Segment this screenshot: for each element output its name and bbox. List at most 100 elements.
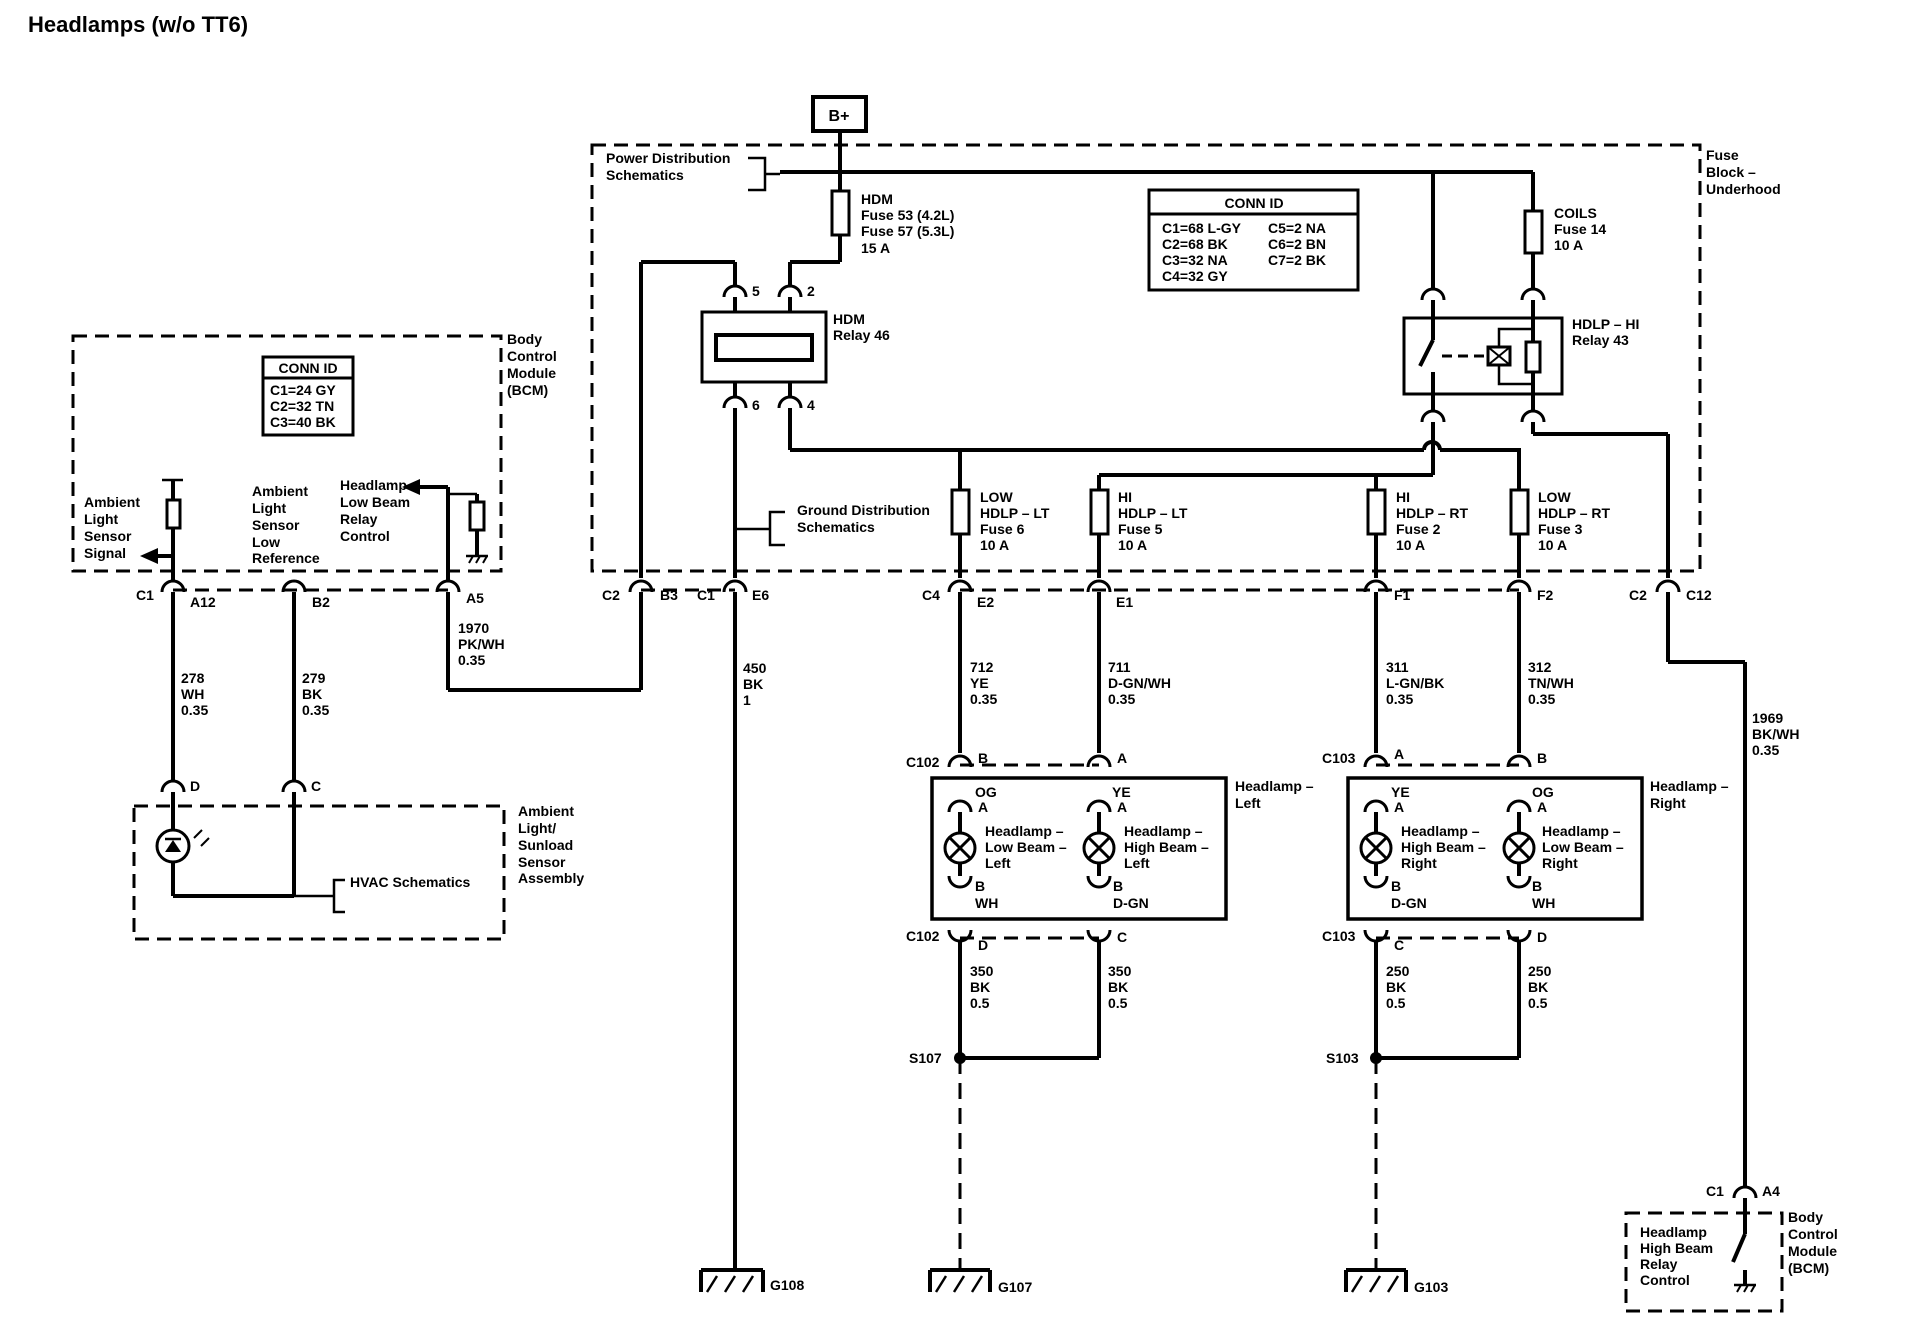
svg-text:D: D bbox=[190, 778, 200, 794]
svg-text:4: 4 bbox=[807, 397, 815, 413]
svg-text:D-GN: D-GN bbox=[1113, 895, 1149, 911]
svg-text:A12: A12 bbox=[190, 594, 216, 610]
svg-text:2: 2 bbox=[807, 283, 815, 299]
svg-text:A: A bbox=[1394, 799, 1404, 815]
svg-text:A: A bbox=[1537, 799, 1547, 815]
svg-text:C: C bbox=[311, 778, 321, 794]
svg-text:OG: OG bbox=[975, 784, 997, 800]
svg-text:C3=40 BK: C3=40 BK bbox=[270, 414, 336, 430]
svg-text:E1: E1 bbox=[1116, 594, 1133, 610]
svg-text:A4: A4 bbox=[1762, 1183, 1780, 1199]
high-beam-right-lamp bbox=[1359, 831, 1393, 865]
svg-text:E2: E2 bbox=[977, 594, 994, 610]
svg-text:D: D bbox=[978, 937, 988, 953]
bcm-conn-id: CONN ID C1=24 GY C2=32 TN C3=40 BK bbox=[261, 355, 355, 437]
headlamp-right-assembly: C103 A B Headlamp – Right YE A B D-GN He… bbox=[1322, 746, 1732, 1060]
svg-text:C1: C1 bbox=[697, 587, 715, 603]
svg-text:D-GN: D-GN bbox=[1391, 895, 1427, 911]
svg-text:C: C bbox=[1117, 929, 1127, 945]
low-beam-right-label: Headlamp – Low Beam – Right bbox=[1542, 823, 1628, 871]
high-beam-left-label: Headlamp – High Beam – Left bbox=[1124, 823, 1213, 871]
svg-text:C2=32 TN: C2=32 TN bbox=[270, 398, 334, 414]
coils-fuse bbox=[1523, 209, 1544, 255]
svg-text:A: A bbox=[1117, 750, 1127, 766]
sensor-assembly-label: Ambient Light/ Sunload Sensor Assembly bbox=[518, 803, 584, 886]
svg-text:C102: C102 bbox=[906, 754, 940, 770]
high-beam-relay-control-label: Headlamp High Beam Relay Control bbox=[1640, 1224, 1717, 1288]
splice-s103: S103 bbox=[1326, 1050, 1382, 1270]
svg-text:F1: F1 bbox=[1394, 587, 1411, 603]
svg-text:B: B bbox=[1537, 750, 1547, 766]
bcm-right-label: Body Control Module (BCM) bbox=[1788, 1209, 1842, 1276]
headlamp-left-assembly: C102 B A Headlamp – Left OG A B WH Headl… bbox=[906, 750, 1314, 1060]
svg-text:C12: C12 bbox=[1686, 587, 1712, 603]
svg-text:C1: C1 bbox=[1706, 1183, 1724, 1199]
svg-text:C103: C103 bbox=[1322, 928, 1356, 944]
bcm-left: Body Control Module (BCM) CONN ID C1=24 … bbox=[71, 331, 561, 580]
hdm-relay-label: HDM Relay 46 bbox=[833, 311, 890, 343]
svg-text:B3: B3 bbox=[660, 587, 678, 603]
hdlp-hi-relay: HDLP – HI Relay 43 bbox=[1402, 172, 1643, 424]
svg-text:C2: C2 bbox=[602, 587, 620, 603]
low-beam-relay-label: Headlamp Low Beam Relay Control bbox=[340, 477, 414, 544]
svg-text:B2: B2 bbox=[312, 594, 330, 610]
svg-text:G108: G108 bbox=[770, 1277, 804, 1293]
headlamp-right-label: Headlamp – Right bbox=[1650, 778, 1732, 811]
svg-text:CONN ID: CONN ID bbox=[1224, 195, 1283, 211]
svg-text:C103: C103 bbox=[1322, 750, 1356, 766]
ground-g103: G103 bbox=[1344, 1268, 1448, 1295]
svg-text:YE: YE bbox=[1112, 784, 1131, 800]
svg-text:A5: A5 bbox=[466, 590, 484, 606]
hdm-fuse-label: HDM Fuse 53 (4.2L) Fuse 57 (5.3L) 15 A bbox=[861, 191, 958, 256]
ambient-low-ref-label: Ambient Light Sensor Low Reference bbox=[252, 483, 320, 566]
svg-text:D: D bbox=[1537, 929, 1547, 945]
fuse-block-label: Fuse Block – Underhood bbox=[1706, 147, 1781, 197]
svg-text:B: B bbox=[978, 750, 988, 766]
battery-label: B+ bbox=[829, 108, 850, 125]
low-beam-left-label: Headlamp – Low Beam – Left bbox=[985, 823, 1071, 871]
svg-text:C4: C4 bbox=[922, 587, 940, 603]
diagram-title: Headlamps (w/o TT6) bbox=[28, 12, 248, 37]
svg-text:A: A bbox=[1394, 746, 1404, 762]
svg-text:E6: E6 bbox=[752, 587, 769, 603]
bcm-connector-row: C1 A12 B2 A5 bbox=[136, 579, 484, 610]
ground-distribution-label: Ground Distribution Schematics bbox=[797, 502, 934, 535]
hdm-relay: 5 2 6 4 HDM Relay 46 bbox=[700, 283, 890, 413]
fuse-block-underhood: Fuse Block – Underhood Power Distributio… bbox=[590, 131, 1781, 578]
power-distribution-label: Power Distribution Schematics bbox=[606, 150, 734, 183]
fuse-block-left-connectors: C2 B3 C1 E6 bbox=[602, 579, 769, 603]
svg-text:C: C bbox=[1394, 937, 1404, 953]
ambient-light-sensor: D C HVAC Schematics Ambient Light/ Sunlo… bbox=[132, 778, 584, 941]
svg-text:C1=24 GY: C1=24 GY bbox=[270, 382, 336, 398]
svg-text:C2: C2 bbox=[1629, 587, 1647, 603]
bcm-right: C1 A4 Headlamp High Beam Relay Control B… bbox=[1624, 1183, 1842, 1313]
hdlp-hi-relay-label: HDLP – HI Relay 43 bbox=[1572, 316, 1643, 348]
svg-text:B: B bbox=[1391, 878, 1401, 894]
svg-text:B: B bbox=[975, 878, 985, 894]
splice-s107: S107 bbox=[909, 1050, 966, 1270]
svg-text:C102: C102 bbox=[906, 928, 940, 944]
svg-text:C4=32 GY: C4=32 GY bbox=[1162, 268, 1228, 284]
battery-source: B+ bbox=[811, 95, 868, 133]
high-beam-right-label: Headlamp – High Beam – Right bbox=[1401, 823, 1490, 871]
c4-connector-row: C4 E2 E1 F1 F2 bbox=[922, 579, 1554, 610]
bcm-label: Body Control Module (BCM) bbox=[507, 331, 561, 398]
svg-text:A: A bbox=[1117, 799, 1127, 815]
